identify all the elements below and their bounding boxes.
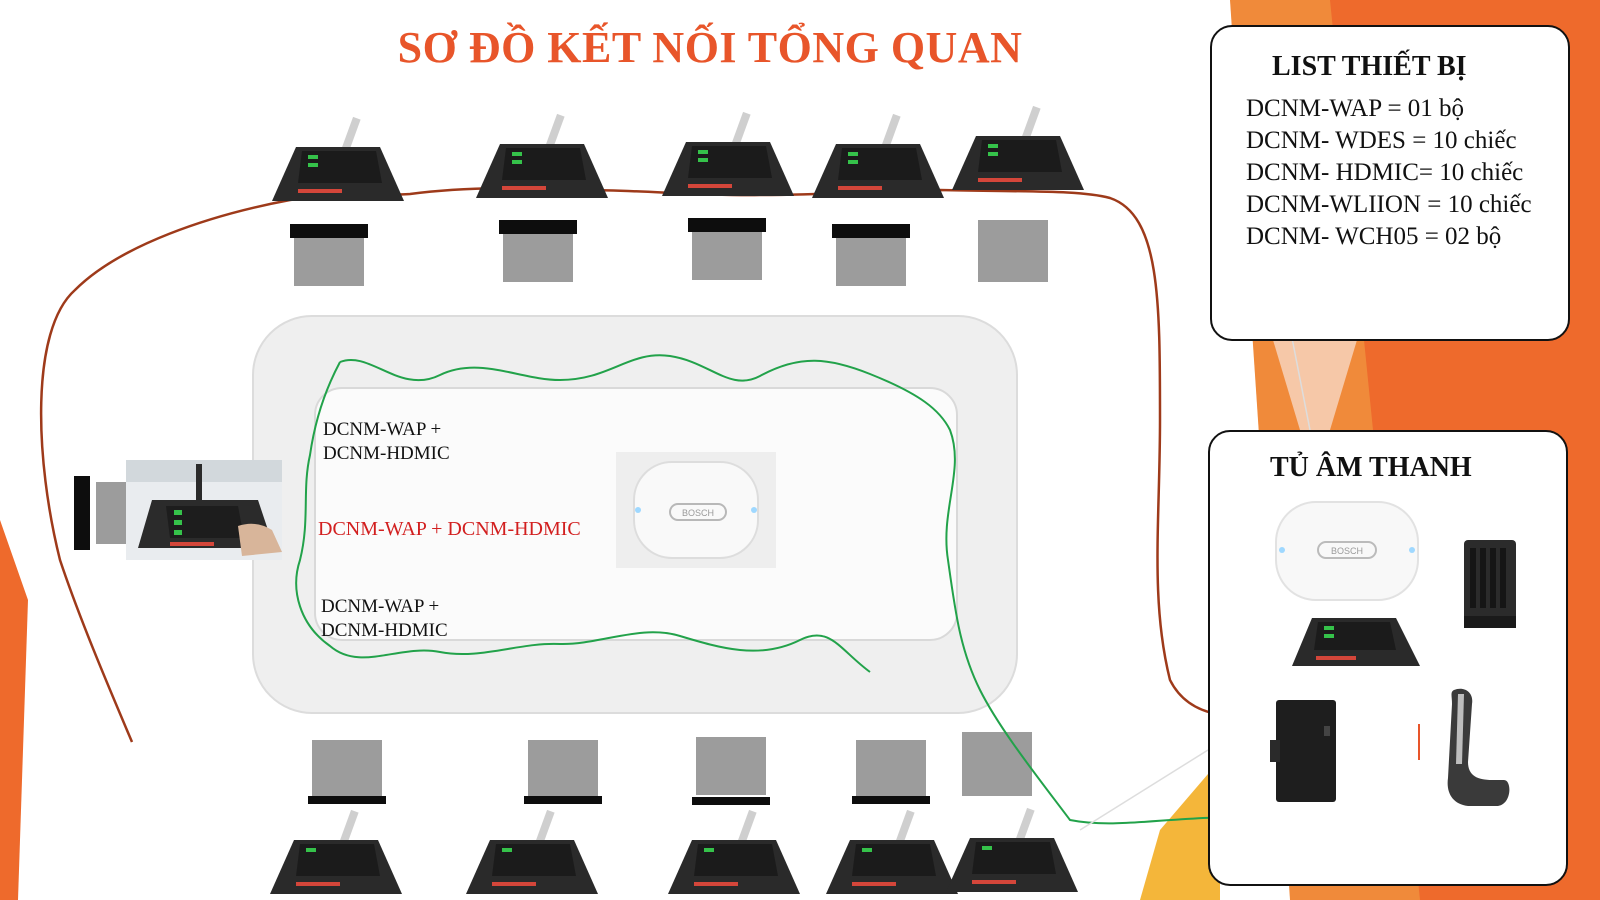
chair-backrest [290, 224, 368, 238]
chair-backrest [832, 224, 910, 238]
discussion-unit [946, 807, 1078, 892]
chair-top-5 [978, 220, 1048, 282]
discussion-unit [476, 113, 608, 198]
chair-top-2 [499, 220, 577, 282]
device-list: DCNM-WAP = 01 bộ DCNM- WDES = 10 chiếc D… [1246, 93, 1532, 253]
chair-top-4 [832, 224, 910, 286]
device-list-item: DCNM- HDMIC= 10 chiếc [1246, 159, 1524, 186]
chair-backrest [308, 796, 386, 804]
chair-left-backrest [74, 476, 90, 550]
chair-bottom-3 [692, 737, 770, 805]
label-top: DCNM-WAP + DCNM-HDMIC [323, 418, 450, 466]
chair-top-1 [290, 224, 368, 286]
access-point-table: BOSCH [616, 452, 776, 568]
chair-backrest [688, 218, 766, 232]
bg-orange-left [0, 520, 28, 900]
discussion-unit [812, 113, 944, 198]
pointer-line [1291, 337, 1311, 431]
discussion-unit [272, 116, 404, 201]
device-list-panel: LIST THIẾT BỊ DCNM-WAP = 01 bộ DCNM- WDE… [1210, 25, 1570, 341]
device-list-item: DCNM- WDES = 10 chiếc [1246, 127, 1517, 154]
chair-top-3 [688, 218, 766, 280]
label-top-line1: DCNM-WAP + [323, 419, 442, 440]
diagram-title: SƠ ĐỒ KẾT NỐI TỔNG QUAN [397, 23, 1023, 72]
chair-backrest [499, 220, 577, 234]
discussion-unit [270, 809, 402, 894]
chairman-unit-photo [126, 460, 282, 560]
sound-cabinet-title: TỦ ÂM THANH [1270, 452, 1472, 483]
chair-backrest [852, 796, 930, 804]
battery-icon [1270, 700, 1336, 802]
cabinet-access-point: BOSCH [1275, 501, 1419, 601]
label-top-line2: DCNM-HDMIC [323, 443, 450, 464]
bg-white-wedge [1270, 330, 1360, 430]
discussion-unit [952, 105, 1084, 190]
microphone-icon [1447, 688, 1510, 806]
chair-backrest [692, 797, 770, 805]
chair-left-seat [96, 482, 126, 544]
cabinet-discussion-unit [1292, 618, 1420, 666]
discussion-unit [668, 809, 800, 894]
wireless-link [295, 354, 1259, 825]
label-bottom: DCNM-WAP + DCNM-HDMIC [321, 595, 448, 643]
chair-bottom-2 [524, 740, 602, 804]
bg-yellow-corner [1140, 760, 1220, 900]
wired-link [39, 186, 1283, 743]
access-point-brand: BOSCH [682, 508, 714, 518]
device-list-title: LIST THIẾT BỊ [1272, 51, 1467, 82]
divider-mark [1418, 724, 1420, 760]
label-bottom-line2: DCNM-HDMIC [321, 620, 448, 641]
chair-bottom-5 [962, 732, 1032, 796]
label-bottom-line1: DCNM-WAP + [321, 596, 440, 617]
device-list-item: DCNM-WLIION = 10 chiếc [1246, 191, 1532, 218]
label-middle: DCNM-WAP + DCNM-HDMIC [318, 518, 581, 540]
device-list-item: DCNM- WCH05 = 02 bộ [1246, 223, 1502, 250]
cabinet-access-point-brand: BOSCH [1331, 546, 1363, 556]
chair-bottom-4 [852, 740, 930, 804]
discussion-unit [466, 809, 598, 894]
sound-cabinet-panel: TỦ ÂM THANH BOSCH [1208, 430, 1568, 886]
discussion-unit [662, 111, 794, 196]
chair-bottom-1 [308, 740, 386, 804]
pointer-line [1079, 749, 1209, 831]
chair-backrest [524, 796, 602, 804]
device-list-item: DCNM-WAP = 01 bộ [1246, 95, 1465, 122]
discussion-unit [826, 809, 958, 894]
charger-icon [1464, 540, 1516, 628]
